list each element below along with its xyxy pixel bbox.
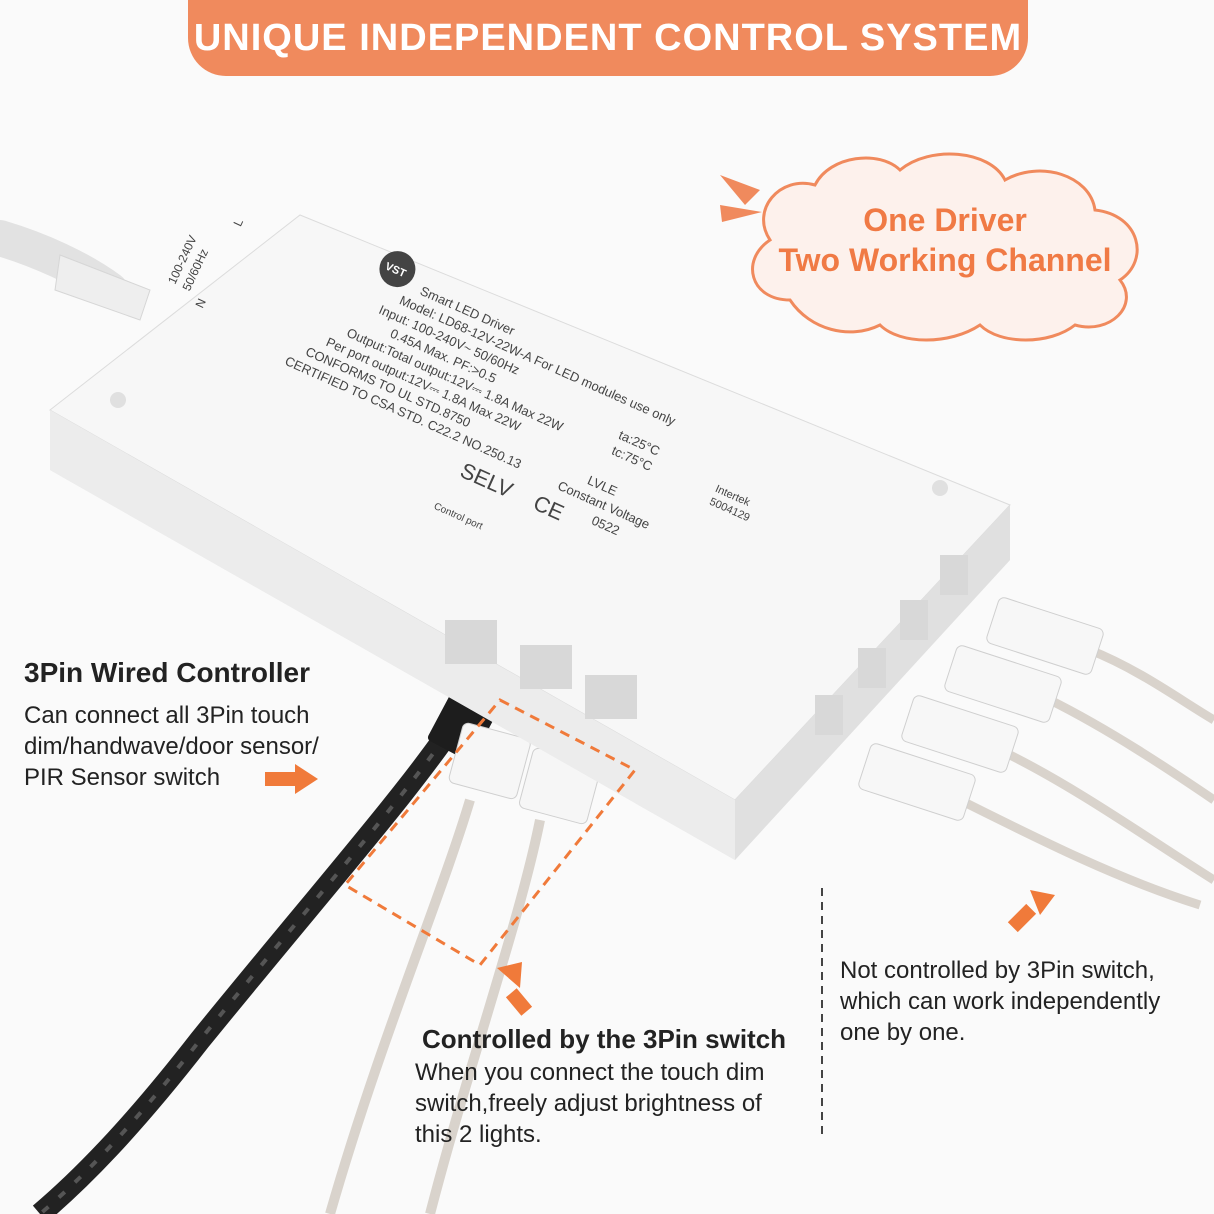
banner-title: UNIQUE INDEPENDENT CONTROL SYSTEM <box>193 16 1023 59</box>
controlled-lights-dashed-box <box>342 698 638 967</box>
label-l: L <box>231 216 247 228</box>
right-note-body: Not controlled by 3Pin switch, which can… <box>840 955 1160 1048</box>
speech-cloud <box>720 152 1139 342</box>
bottom-note-line-2: switch,freely adjust brightness of <box>415 1090 762 1117</box>
bottom-note-body: When you connect the touch dim switch,fr… <box>415 1057 765 1150</box>
power-cable <box>0 220 151 321</box>
left-note-line-2: dim/handwave/door sensor/ <box>24 733 319 760</box>
led-driver-box <box>49 214 1011 860</box>
bottom-note-line-3: this 2 lights. <box>415 1121 542 1148</box>
bubble-text: One Driver Two Working Channel <box>760 200 1130 280</box>
top-banner: UNIQUE INDEPENDENT CONTROL SYSTEM <box>188 0 1028 76</box>
right-note-line-1: Not controlled by 3Pin switch, <box>840 957 1155 984</box>
arrow-icon-bottom <box>497 962 533 1016</box>
arrow-icon-right <box>1007 890 1055 933</box>
white-cables-independent <box>858 597 1214 910</box>
bubble-line-1: One Driver <box>863 202 1027 238</box>
left-note-body: Can connect all 3Pin touch dim/handwave/… <box>24 700 319 793</box>
left-note-line-3: PIR Sensor switch <box>24 764 221 791</box>
bottom-note-heading: Controlled by the 3Pin switch <box>422 1024 787 1054</box>
left-note-heading: 3Pin Wired Controller <box>24 657 311 688</box>
arrow-icon-left <box>265 764 318 794</box>
bubble-line-2: Two Working Channel <box>778 242 1112 278</box>
left-note-line-1: Can connect all 3Pin touch <box>24 702 310 729</box>
right-note-line-3: one by one. <box>840 1019 966 1046</box>
bottom-note-line-1: When you connect the touch dim <box>415 1059 765 1086</box>
right-note-line-2: which can work independently <box>840 988 1161 1015</box>
